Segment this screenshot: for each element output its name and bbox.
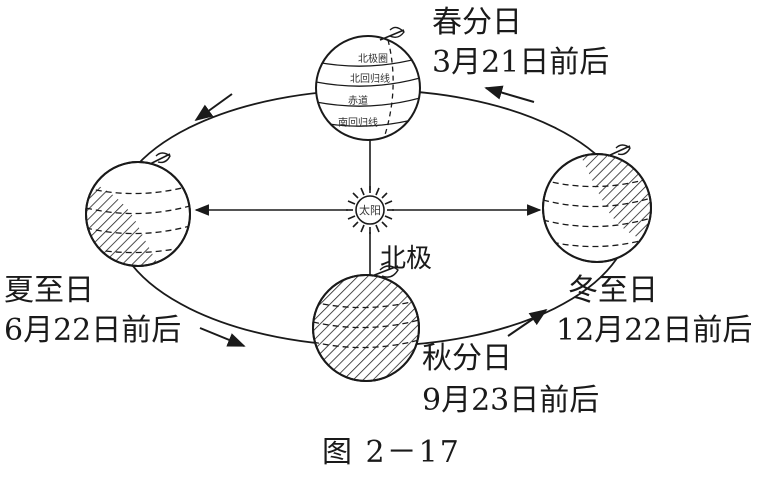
winter-solstice-label: 冬至日 bbox=[568, 274, 658, 308]
figure-caption: 图 2－17 bbox=[322, 436, 461, 470]
globe-line-label-tropic-capricorn: 南回归线 bbox=[338, 116, 378, 129]
summer-solstice-label: 夏至日 bbox=[4, 274, 94, 308]
spring-equinox-date: 3月21日前后 bbox=[432, 46, 609, 80]
spring-equinox-label: 春分日 bbox=[432, 6, 522, 40]
north-pole-label: 北极 bbox=[380, 242, 432, 276]
globe-autumn-equinox bbox=[313, 266, 419, 381]
globe-line-label-arctic: 北极圈 bbox=[358, 52, 388, 65]
sun-label: 太阳 bbox=[359, 204, 381, 217]
sun: 太阳 bbox=[346, 186, 394, 234]
globe-spring-equinox: 北极圈 北回归线 赤道 南回归线 bbox=[316, 27, 420, 140]
orbit-arrow-bottom-left bbox=[200, 328, 244, 346]
orbit-arrow-bottom-right bbox=[508, 310, 546, 336]
autumn-equinox-label: 秋分日 bbox=[422, 342, 512, 376]
orbit-arrow-top-right bbox=[486, 88, 534, 102]
globe-winter-solstice bbox=[543, 145, 652, 262]
globe-line-label-equator: 赤道 bbox=[348, 94, 368, 107]
summer-solstice-date: 6月22日前后 bbox=[4, 314, 181, 348]
autumn-equinox-date: 9月23日前后 bbox=[422, 384, 599, 418]
globe-line-label-tropic-cancer: 北回归线 bbox=[350, 72, 390, 85]
winter-solstice-date: 12月22日前后 bbox=[556, 314, 752, 348]
globe-summer-solstice bbox=[86, 153, 190, 268]
